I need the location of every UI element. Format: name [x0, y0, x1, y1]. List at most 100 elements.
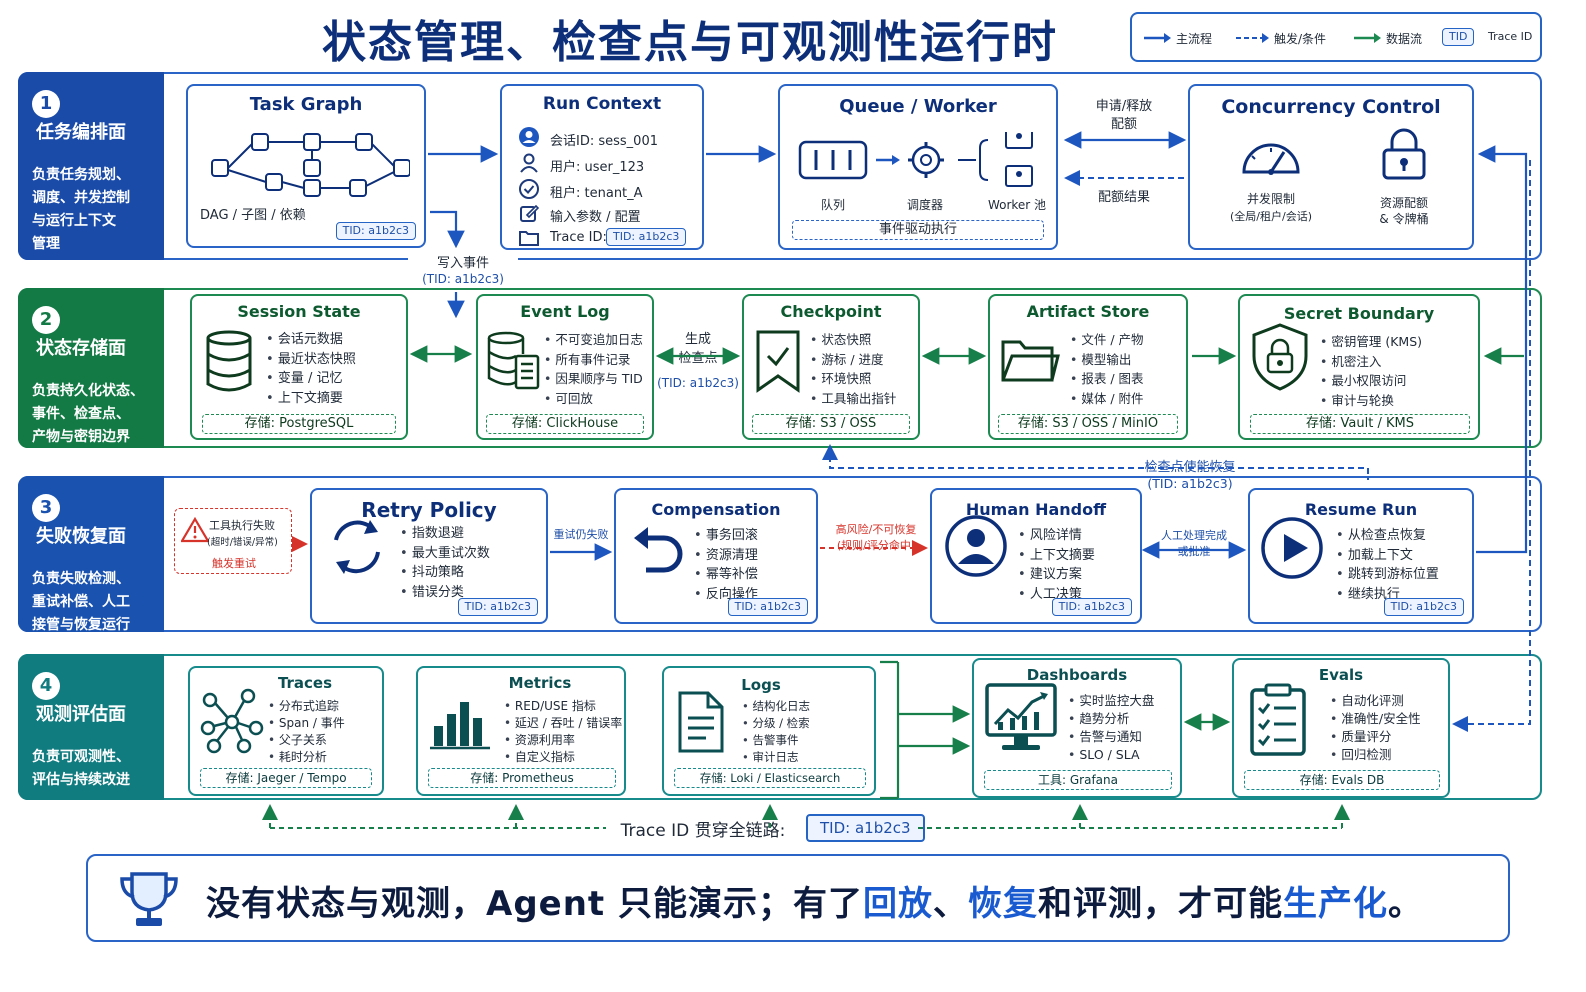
metrics-list: RED/USE 指标延迟 / 吞吐 / 错误率资源利用率自定义指标	[504, 698, 622, 766]
highlight-production: 生产化	[1283, 884, 1389, 924]
human-handoff-tid: TID: a1b2c3	[1051, 598, 1132, 616]
run-context-tid: TID: a1b2c3	[606, 228, 687, 246]
banner-text: 没有状态与观测，Agent 只能演示；有了回放、恢复和评测，才可能生产化。	[206, 884, 1424, 924]
event-log-store: 存储: ClickHouse	[486, 414, 644, 434]
retry-cycle-icon	[334, 520, 380, 574]
resume-run-title: Resume Run	[1304, 500, 1418, 519]
concurrency-title: Concurrency Control	[1221, 96, 1441, 118]
page-title: 状态管理、检查点与可观测性运行时	[322, 17, 1058, 68]
evals-title: Evals	[1318, 666, 1364, 684]
secret-boundary-title: Secret Boundary	[1283, 304, 1435, 323]
secret-boundary-card[interactable]: Secret Boundary 密钥管理 (KMS)机密注入最小权限访问审计与轮…	[1238, 294, 1480, 440]
section-2-title: 状态存储面	[36, 338, 126, 359]
retry-policy-title: Retry Policy	[361, 498, 497, 522]
quota-result-label: 配额结果	[1097, 190, 1150, 205]
compensation-tid: TID: a1b2c3	[727, 598, 808, 616]
data-flow-arrow-icon	[1354, 33, 1381, 43]
section-4-desc: 负责可观测性、评估与持续改进	[32, 749, 130, 788]
traces-title: Traces	[277, 674, 333, 692]
evals-list: 自动化评测准确性/安全性质量评分回归检测	[1330, 692, 1420, 764]
tool-fail-text: 工具执行失败	[209, 519, 275, 532]
run-context-title: Run Context	[542, 94, 662, 114]
trace-chain-tid: TID: a1b2c3	[806, 814, 925, 842]
event-log-list: 不可变追加日志所有事件记录因果顺序与 TID可回放	[544, 330, 643, 408]
section-orchestration: 1任务编排面 负责任务规划、调度、并发控制与运行上下文管理	[18, 72, 1542, 260]
dashboards-card[interactable]: Dashboards 实时监控大盘趋势分析告警与通知SLO / SLA 工具: …	[972, 658, 1182, 798]
section-failure-recovery: 3失败恢复面 负责失败检测、重试补偿、人工接管与恢复运行	[18, 476, 1542, 633]
queue-worker-card[interactable]: Queue / Worker 队列 调度器 Worker 池 事件驱动执行	[778, 84, 1058, 250]
checkpoint-title: Checkpoint	[780, 302, 882, 321]
token-bucket-label: & 令牌桶	[1379, 212, 1429, 226]
concurrency-limit-label: 并发限制	[1246, 192, 1295, 206]
user-text: 用户: user_123	[550, 160, 645, 175]
section-1-sidebar: 1任务编排面 负责任务规划、调度、并发控制与运行上下文管理	[18, 72, 164, 260]
section-state-storage: 2状态存储面 负责持久化状态、事件、检查点、产物与密钥边界管理	[18, 288, 1542, 468]
tenant-text: 租户: tenant_A	[550, 186, 643, 201]
retry-still-fail-label: 重试仍失败	[553, 528, 609, 541]
legend-trigger: 触发/条件	[1274, 32, 1327, 46]
metrics-card[interactable]: Metrics RED/USE 指标延迟 / 吞吐 / 错误率资源利用率自定义指…	[416, 666, 626, 796]
concurrency-control-card[interactable]: Concurrency Control 并发限制 (全局/租户/会话) 资源配额…	[1188, 84, 1474, 250]
retry-policy-tid: TID: a1b2c3	[457, 598, 538, 616]
section-3-number: 3	[32, 494, 60, 522]
gen-checkpoint-label: 生成检查点	[678, 332, 718, 366]
play-circle-icon	[1261, 517, 1323, 579]
traces-store: 存储: Jaeger / Tempo	[200, 768, 372, 788]
task-graph-card[interactable]: Task Graph DAG / 子图 / 依赖 TID: a1b2c3	[186, 84, 426, 248]
task-graph-tid: TID: a1b2c3	[335, 222, 416, 240]
trigger-arrow-icon	[1236, 33, 1269, 43]
section-4-number: 4	[32, 672, 60, 700]
tool-fail-box: 工具执行失败 (超时/错误/异常) 触发重试	[174, 508, 292, 574]
logs-card[interactable]: Logs 结构化日志分级 / 检索告警事件审计日志 存储: Loki / Ela…	[662, 666, 876, 796]
folder-icon	[519, 231, 539, 246]
task-graph-caption: DAG / 子图 / 依赖	[200, 208, 306, 223]
apply-release-label: 申请/释放配额	[1095, 99, 1153, 132]
folder-open-icon	[1001, 340, 1060, 382]
monitor-chart-icon	[985, 683, 1057, 750]
dashboards-title: Dashboards	[1026, 666, 1128, 684]
traces-card[interactable]: Traces 分布式追踪Span / 事件父子关系耗时分析 存储: Jaeger…	[188, 666, 384, 796]
metrics-title: Metrics	[508, 674, 572, 692]
legend: 主流程 触发/条件 数据流 TID Trace ID	[1130, 12, 1542, 62]
checkpoint-card[interactable]: Checkpoint 状态快照游标 / 进度环境快照工具输出指针 存储: S3 …	[742, 294, 920, 440]
legend-trace-id: Trace ID	[1488, 30, 1533, 43]
trigger-retry-label: 触发重试	[212, 557, 256, 570]
event-log-card[interactable]: Event Log 不可变追加日志所有事件记录因果顺序与 TID可回放 存储: …	[476, 294, 654, 440]
section-3-desc: 负责失败检测、重试补偿、人工接管与恢复运行	[32, 571, 130, 633]
checkpoint-store: 存储: S3 / OSS	[752, 414, 910, 434]
database-log-icon	[487, 331, 540, 390]
session-id-text: 会话ID: sess_001	[550, 134, 658, 149]
section-1-number: 1	[32, 90, 60, 118]
section-observability: 4观测评估面 负责可观测性、评估与持续改进	[18, 654, 1542, 800]
logs-title: Logs	[741, 676, 781, 694]
section-4-sidebar: 4观测评估面 负责可观测性、评估与持续改进	[18, 654, 164, 800]
undo-icon	[634, 527, 683, 573]
session-state-card[interactable]: Session State 会话元数据最近状态快照变量 / 记忆上下文摘要 存储…	[190, 294, 408, 440]
human-handoff-card[interactable]: Human Handoff 风险详情上下文摘要建议方案人工决策 TID: a1b…	[930, 488, 1142, 624]
clipboard-check-icon	[1250, 683, 1306, 756]
evals-card[interactable]: Evals 自动化评测准确性/安全性质量评分回归检测 存储: Evals DB	[1232, 658, 1450, 798]
evals-store: 存储: Evals DB	[1244, 770, 1440, 790]
artifact-store-card[interactable]: Artifact Store 文件 / 产物模型输出报表 / 图表媒体 / 附件…	[988, 294, 1188, 440]
artifact-store-title: Artifact Store	[1026, 302, 1150, 321]
worker-pool-label: Worker 池	[987, 198, 1047, 212]
retry-policy-card[interactable]: Retry Policy 指数退避最大重试次数抖动策略错误分类 TID: a1b…	[310, 488, 548, 624]
dashboards-store: 工具: Grafana	[984, 770, 1172, 790]
person-circle-icon	[945, 515, 1007, 577]
gen-checkpoint-tid: (TID: a1b2c3)	[657, 376, 739, 390]
dashboards-list: 实时监控大盘趋势分析告警与通知SLO / SLA	[1068, 692, 1154, 764]
compensation-card[interactable]: Compensation 事务回滚资源清理幂等补偿反向操作 TID: a1b2c…	[614, 488, 818, 624]
resume-run-card[interactable]: Resume Run 从检查点恢复加载上下文跳转到游标位置继续执行 TID: a…	[1248, 488, 1474, 624]
run-context-card[interactable]: Run Context 会话ID: sess_001 用户: user_123 …	[500, 84, 704, 250]
event-driven-label: 事件驱动执行	[792, 220, 1044, 240]
compensation-list: 事务回滚资源清理幂等补偿反向操作	[694, 526, 758, 604]
write-event-tid: (TID: a1b2c3)	[408, 272, 518, 286]
logs-store: 存储: Loki / Elasticsearch	[674, 768, 866, 788]
artifact-store-store: 存储: S3 / OSS / MinIO	[998, 414, 1178, 434]
trace-chain-label: Trace ID 贯穿全链路:	[612, 816, 794, 841]
traces-list: 分布式追踪Span / 事件父子关系耗时分析	[268, 698, 345, 766]
main-flow-arrow-icon	[1144, 33, 1171, 43]
bottom-banner: 没有状态与观测，Agent 只能演示；有了回放、恢复和评测，才可能生产化。	[86, 854, 1510, 942]
queue-worker-title: Queue / Worker	[839, 96, 997, 117]
user-circle-icon	[519, 127, 539, 147]
